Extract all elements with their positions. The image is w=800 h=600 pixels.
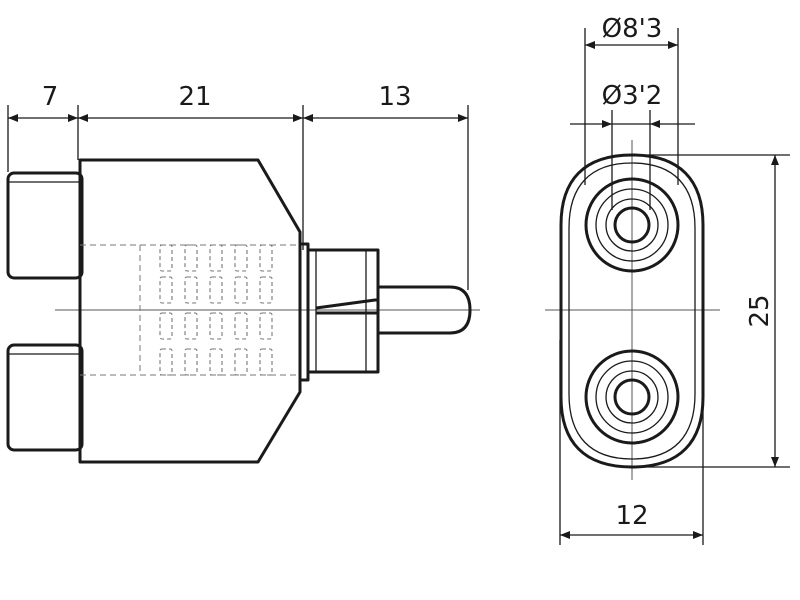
grip-ridge — [209, 348, 223, 376]
lower-socket-middle-ring — [595, 360, 669, 434]
upper-socket-middle-ring — [595, 188, 669, 262]
plug-slot — [315, 298, 378, 310]
dim-label-inner-diameter: Ø3'2 — [602, 81, 663, 111]
dim-label-body-length: 21 — [178, 82, 211, 112]
grip-ridges — [159, 244, 273, 376]
grip-ridge — [209, 276, 223, 304]
dim-label-outer-diameter: Ø8'3 — [602, 14, 663, 44]
front-view: Ø8'3 Ø3'2 25 12 — [545, 14, 790, 545]
side-view: 7 21 13 — [6, 82, 480, 464]
grip-ridge — [159, 276, 173, 304]
lower-socket-hole — [613, 378, 651, 416]
dim-label-height: 25 — [745, 294, 775, 327]
upper-socket-hole — [613, 206, 651, 244]
grip-ridge — [184, 348, 198, 376]
grip-ridge — [209, 244, 223, 272]
plug-pin — [378, 285, 472, 335]
front-body-outline — [559, 153, 705, 469]
grip-ridge — [159, 348, 173, 376]
lower-socket — [6, 343, 84, 452]
grip-ridge — [234, 312, 248, 340]
grip-ridge — [259, 348, 273, 376]
lower-socket-outer-ring — [584, 349, 680, 445]
front-body-inner-outline — [568, 162, 696, 460]
upper-socket-outer-ring — [584, 177, 680, 273]
grip-ridge — [259, 312, 273, 340]
dim-label-plug-length: 13 — [378, 82, 411, 112]
grip-ridge — [234, 348, 248, 376]
grip-ridge — [234, 244, 248, 272]
upper-socket — [6, 171, 84, 280]
lower-socket-ring — [605, 370, 659, 424]
grip-ridge — [159, 312, 173, 340]
grip-ridge — [184, 276, 198, 304]
grip-ridge — [259, 276, 273, 304]
grip-ridge — [259, 244, 273, 272]
dim-label-width: 12 — [615, 501, 648, 531]
dim-label-socket-depth: 7 — [42, 82, 59, 112]
grip-ridge — [209, 312, 223, 340]
upper-socket-ring — [605, 198, 659, 252]
grip-ridge — [234, 276, 248, 304]
adapter-body — [78, 158, 302, 464]
plug-sleeve — [306, 248, 380, 374]
grip-ridge — [159, 244, 173, 272]
grip-ridge — [184, 244, 198, 272]
grip-ridge — [184, 312, 198, 340]
